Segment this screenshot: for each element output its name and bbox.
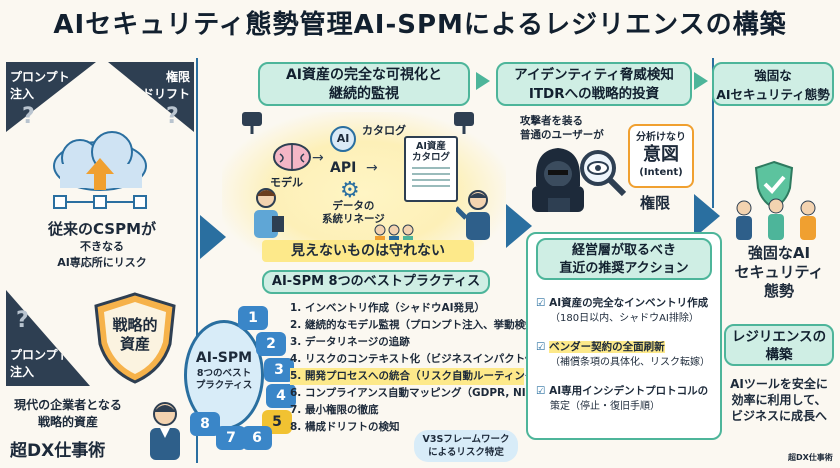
action-row: ☑ AI資産の完全なインベントリ作成 （180日以内、シャドウAI排除） — [536, 296, 718, 326]
lineage-label: データの 系統リネージ — [322, 200, 385, 225]
wheel-segment-8: 8 — [190, 412, 220, 436]
arrow-glyph: → — [366, 160, 378, 176]
person-pointing-icon — [150, 402, 180, 460]
checkbox-checked-icon: ☑ — [536, 297, 546, 309]
question-icon: ? — [166, 104, 179, 129]
ai-node: AI — [330, 126, 356, 152]
spotlight-right-icon — [454, 112, 474, 134]
itdr-heading: アイデンティティ脅威検知 ITDRへの戦略的投資 — [496, 62, 692, 106]
wheel-segment-1: 1 — [238, 306, 268, 330]
wheel-segment-2: 2 — [256, 332, 286, 356]
threat-prompt-injection-top: プロンプト 注入 — [6, 62, 96, 132]
model-label: モデル — [270, 176, 303, 189]
intent-en-label: (Intent) — [639, 167, 683, 178]
arrow-to-itdr — [476, 72, 490, 90]
practice-item: 1. インベントリ作成（シャドウAI発見） — [290, 302, 485, 314]
page-title: AIセキュリティ態勢管理AI-SPMによるレジリエンスの構築 — [53, 10, 787, 40]
practice-item: 6. コンプライアンス自動マッピング（GDPR, NIST） — [290, 387, 551, 399]
cspm-subtext: 不きなる AI専応所にリスク — [57, 240, 147, 269]
strong-posture-pill: 強固な AIセキュリティ態勢 — [712, 62, 834, 106]
v3s-note: V3Sフレームワーク によるリスク特定 — [414, 430, 518, 462]
strong-security-text: 強固なAI セキュリティ 態勢 — [734, 244, 824, 300]
shield-icon — [94, 292, 176, 384]
brain-icon — [273, 143, 311, 171]
practices-wheel: AI-SPM 8つのベスト プラクティス 1 2 3 4 5 6 7 8 — [180, 300, 296, 450]
brand-logo: 超DX仕事術 — [10, 441, 106, 461]
left-divider — [196, 58, 198, 463]
modern-asset-text: 現代の企業者となる 戦略的資産 — [14, 398, 122, 429]
wheel-title: AI-SPM — [195, 350, 253, 366]
api-label: API — [330, 160, 357, 176]
practice-item: 3. データリネージの追跡 — [290, 336, 410, 348]
checkbox-checked-icon: ☑ — [536, 341, 546, 353]
wheel-segment-4: 4 — [266, 384, 296, 408]
gear-icon: ⚙ — [340, 178, 360, 203]
action-main: AI資産の完全なインベントリ作成 — [549, 297, 709, 309]
celebrating-team-icon — [736, 198, 816, 240]
doc-line — [412, 167, 450, 169]
checkbox-checked-icon: ☑ — [536, 385, 546, 397]
visibility-heading: AI資産の完全な可視化と 継続的監視 — [258, 62, 470, 106]
doc-line — [412, 173, 450, 175]
wheel-segment-6: 6 — [242, 426, 272, 450]
spotlight-left-icon — [242, 112, 262, 134]
flow-arrow-1 — [200, 215, 226, 259]
wheel-subtitle: 8つのベスト プラクティス — [195, 368, 253, 391]
magnifier-eye-icon — [580, 150, 627, 197]
practice-item: 7. 最小権限の徹底 — [290, 404, 379, 416]
cant-protect-banner: 見えないものは守れない — [262, 240, 474, 262]
brand-small-logo: 超DX仕事術 — [788, 453, 833, 462]
intent-box: 分析けなり 意図 (Intent) — [628, 124, 694, 188]
resilience-pill: レジリエンスの 構築 — [724, 324, 834, 366]
arrow-to-strong — [694, 72, 708, 90]
question-icon: ? — [22, 104, 35, 129]
practice-item-highlighted: 5. 開発プロセスへの統合（リスク自動ルーティング） — [290, 368, 546, 385]
doc-line — [412, 185, 450, 187]
practice-item: 2. 継続的なモデル監視（プロンプト注入、挙動検知） — [290, 319, 547, 331]
action-sub: （補償条項の具体化、リスク転嫁） — [550, 357, 710, 368]
action-main: ベンダー契約の全面刷新 — [549, 341, 665, 353]
catalog-doc-title: AI資産 カタログ — [411, 141, 450, 163]
actions-heading: 経営層が取るべき 直近の推奨アクション — [536, 238, 712, 280]
action-row: ☑ AI専用インシデントプロトコルの 策定（停止・復旧手順） — [536, 384, 718, 414]
attacker-text: 攻撃者を装る 普通のユーザーが — [520, 115, 604, 141]
right-divider — [712, 58, 714, 208]
practices-list: 1. インベントリ作成（シャドウAI発見） 2. 継続的なモデル監視（プロンプト… — [290, 300, 578, 436]
wheel-segment-7: 7 — [216, 426, 246, 450]
threat-privilege-drift: 権限 ドリフト — [108, 62, 194, 132]
threat-prompt-injection-bottom: プロンプト 注入 — [6, 290, 90, 386]
action-sub: 策定（停止・復旧手順） — [550, 401, 660, 412]
practice-item: 8. 構成ドリフトの検知 — [290, 421, 400, 433]
arrow-glyph: → — [312, 150, 324, 166]
cspm-text: 従来のCSPMが — [47, 220, 156, 238]
catalog-label: カタログ — [362, 124, 406, 137]
flow-arrow-3 — [694, 194, 720, 238]
bottom-benefit-text: AIツールを安全に 効率に利用して、 ビジネスに成長へ — [730, 377, 828, 423]
shield-label: 戦略的 資産 — [112, 316, 158, 353]
intent-main-label: 意図 — [643, 144, 679, 165]
person-pointing-icon — [456, 190, 490, 240]
action-row-highlighted: ☑ ベンダー契約の全面刷新 （補償条項の具体化、リスク転嫁） — [536, 340, 718, 370]
hooded-attacker-icon — [532, 148, 584, 212]
doc-line — [412, 179, 450, 181]
cloud-icon — [53, 131, 147, 209]
action-main: AI専用インシデントプロトコルの — [549, 385, 709, 397]
practice-item: 4. リスクのコンテキスト化（ビジネスインパクト優先順位） — [290, 353, 578, 365]
catalog-document: AI資産 カタログ — [404, 136, 458, 202]
intent-top-label: 分析けなり — [636, 132, 686, 143]
question-icon: ? — [16, 308, 29, 333]
practices-heading: AI-SPM 8つのベストプラクティス — [262, 270, 490, 294]
authority-label: 権限 — [640, 194, 671, 212]
wheel-center — [184, 320, 264, 430]
wheel-segment-3: 3 — [264, 358, 294, 382]
person-with-tablet-icon — [254, 188, 284, 238]
action-sub: （180日以内、シャドウAI排除） — [550, 313, 699, 324]
